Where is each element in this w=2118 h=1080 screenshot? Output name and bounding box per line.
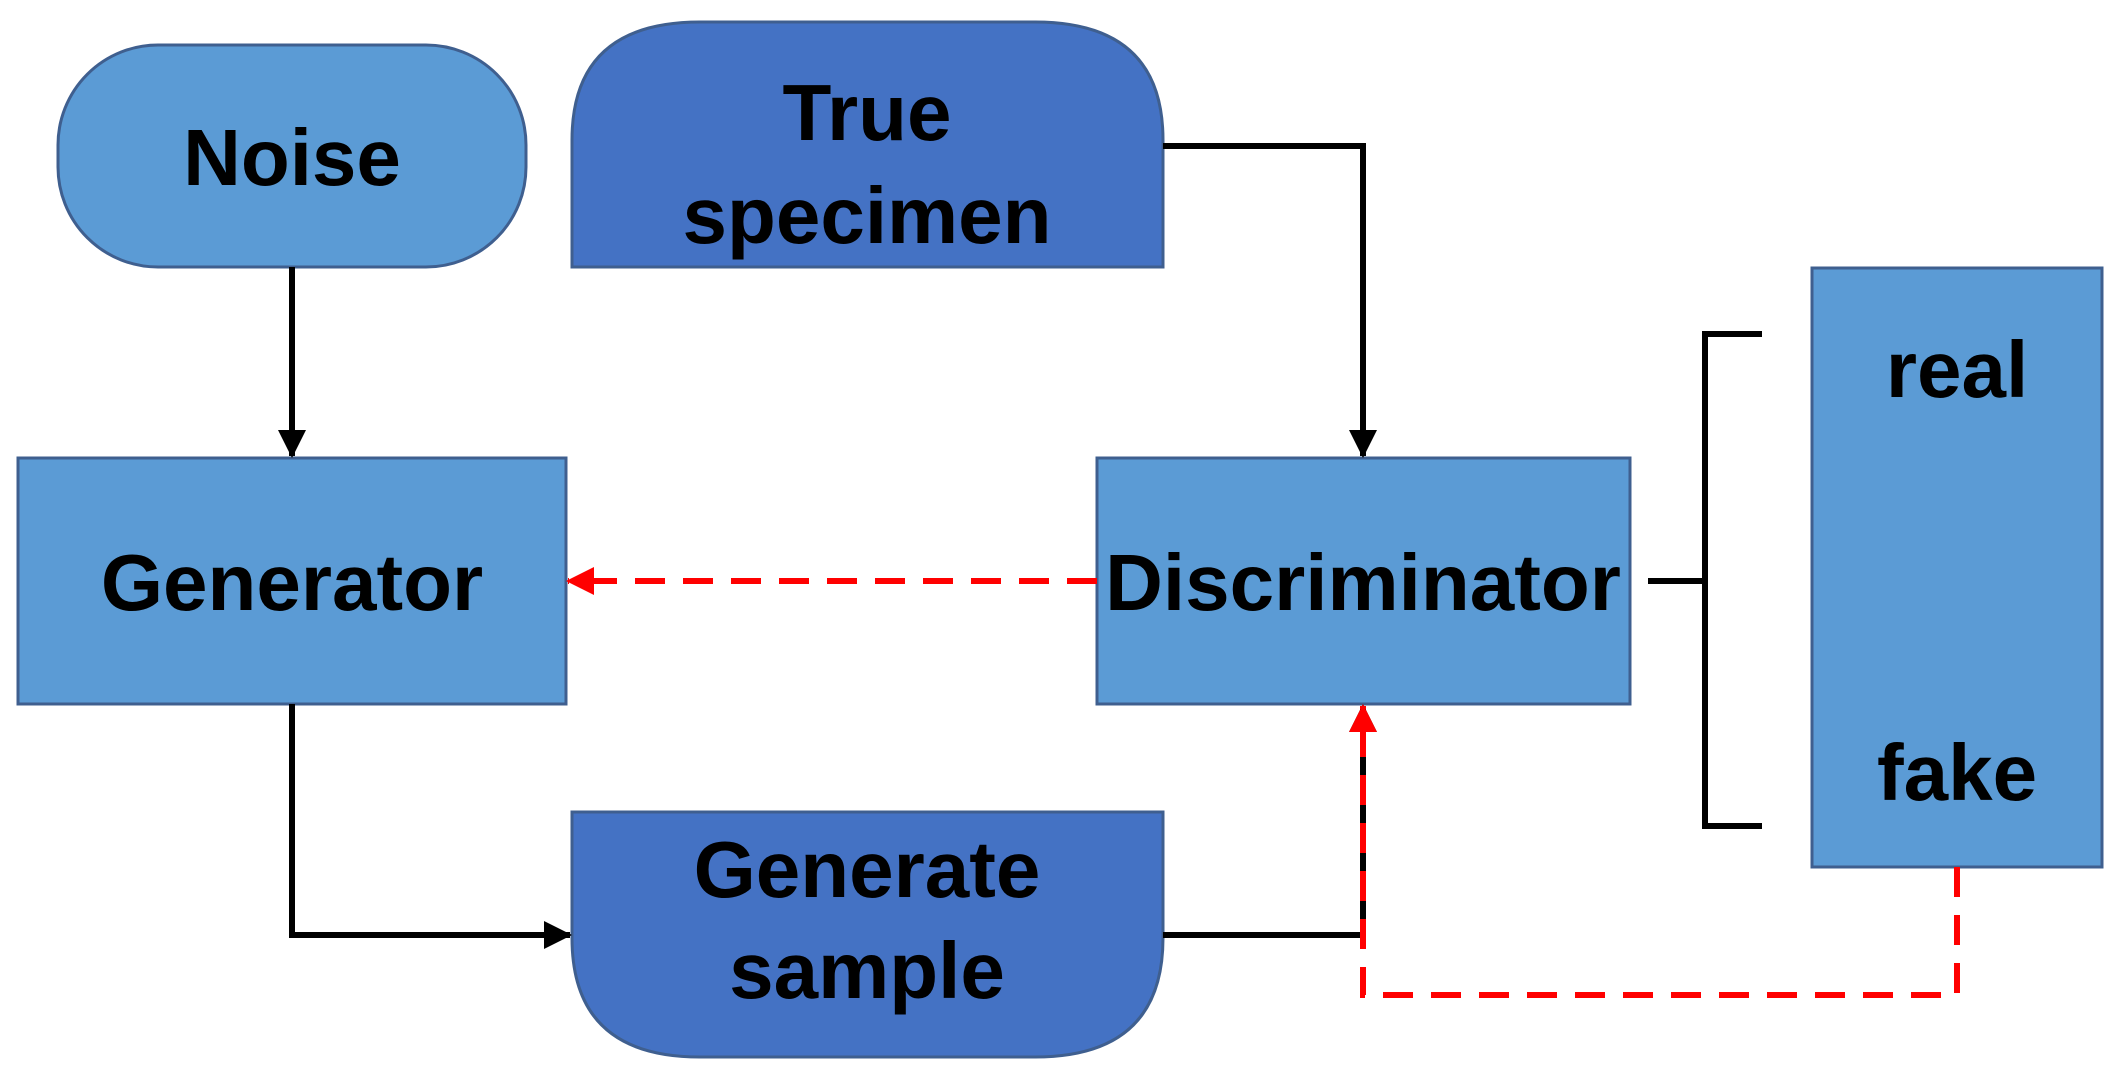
output-bracket [1648, 331, 1762, 829]
true-specimen-label-line2: specimen [682, 171, 1051, 260]
true-specimen-label-line1: True [783, 68, 952, 157]
generator-label: Generator [101, 538, 483, 627]
arrow-true-specimen-to-discriminator [1163, 143, 1377, 458]
arrow-generate-sample-to-discriminator [1163, 704, 1377, 938]
noise-node: Noise [56, 43, 528, 269]
generate-sample-label-line2: sample [729, 926, 1005, 1015]
feedback-output-to-discriminator [1349, 704, 1960, 998]
output-node: real fake [1810, 266, 2104, 869]
output-fake-label: fake [1877, 728, 2037, 817]
discriminator-label: Discriminator [1105, 538, 1621, 627]
generate-sample-label-line1: Generate [694, 825, 1041, 914]
output-real-label: real [1886, 325, 2028, 414]
true-specimen-node: True specimen [570, 20, 1165, 269]
noise-label: Noise [183, 113, 401, 202]
generate-sample-node: Generate sample [570, 810, 1165, 1059]
discriminator-node: Discriminator [1095, 456, 1632, 706]
generator-node: Generator [16, 456, 568, 706]
arrow-generator-to-generate-sample [289, 704, 572, 949]
